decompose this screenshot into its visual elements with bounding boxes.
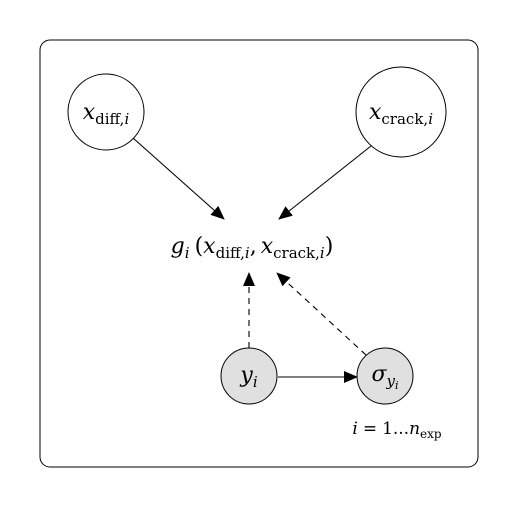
node-y-label: yi (239, 363, 257, 391)
node-x-crack-circle (355, 66, 447, 158)
node-x-diff-label: xdiff,i (83, 100, 130, 128)
plate-box (39, 39, 479, 468)
node-x-crack: xcrack,i (355, 66, 447, 158)
node-x-diff-circle (67, 73, 145, 151)
node-sigma: σyi (356, 347, 414, 405)
node-sigma-circle (356, 347, 414, 405)
edge-xcrack-to-g (278, 145, 372, 220)
edge-sigma-to-g (276, 272, 367, 356)
node-sigma-label: σyi (371, 362, 398, 392)
plate-index-label: i=1...nexp (352, 419, 442, 441)
node-x-diff: xdiff,i (67, 73, 145, 151)
edge-xdiff-to-g (132, 137, 225, 220)
node-y-circle (220, 347, 278, 405)
node-x-crack-label: xcrack,i (369, 100, 433, 128)
function-node-label: gi(xdiff,i,xcrack,i) (171, 234, 334, 262)
node-y: yi (220, 347, 278, 405)
